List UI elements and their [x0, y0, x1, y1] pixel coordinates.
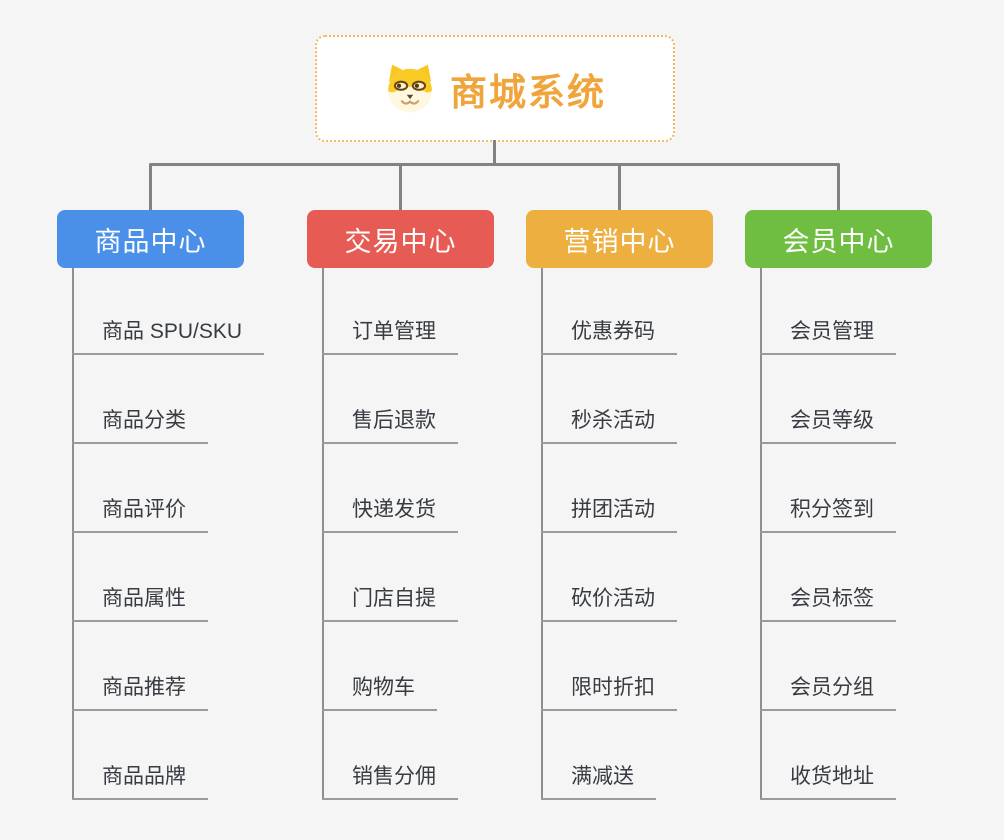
- leaf-topic[interactable]: 订单管理: [322, 317, 458, 355]
- leaf-topic[interactable]: 砍价活动: [541, 584, 677, 622]
- leaf-topic[interactable]: 会员分组: [760, 673, 896, 711]
- dog-face-icon: [384, 63, 436, 115]
- leaf-topic[interactable]: 销售分佣: [322, 762, 458, 800]
- branch-column-trade-center: 交易中心 订单管理 售后退款 快递发货 门店自提 购物车 销售分佣: [307, 210, 547, 800]
- branch-node-marketing-center[interactable]: 营销中心: [526, 210, 713, 268]
- branch-trunk-line: [72, 268, 74, 798]
- leaf-topic[interactable]: 商品分类: [72, 406, 208, 444]
- branch-column-marketing-center: 营销中心 优惠券码 秒杀活动 拼团活动 砍价活动 限时折扣 满减送: [526, 210, 766, 800]
- branch-column-member-center: 会员中心 会员管理 会员等级 积分签到 会员标签 会员分组 收货地址: [745, 210, 985, 800]
- leaf-topic[interactable]: 会员管理: [760, 317, 896, 355]
- branch-label: 商品中心: [94, 226, 207, 257]
- leaf-topic[interactable]: 快递发货: [322, 495, 458, 533]
- leaf-topic[interactable]: 满减送: [541, 762, 656, 800]
- leaf-topic[interactable]: 售后退款: [322, 406, 458, 444]
- leaf-topic[interactable]: 商品品牌: [72, 762, 208, 800]
- connector-drop-product: [149, 164, 152, 210]
- branch-label: 交易中心: [344, 226, 457, 257]
- leaf-topic[interactable]: 限时折扣: [541, 673, 677, 711]
- leaf-topic[interactable]: 商品属性: [72, 584, 208, 622]
- root-topic-title: 商城系统: [450, 71, 606, 113]
- leaf-topic[interactable]: 会员标签: [760, 584, 896, 622]
- branch-label: 营销中心: [563, 226, 676, 257]
- leaf-topic[interactable]: 商品 SPU/SKU: [72, 317, 265, 355]
- branch-node-product-center[interactable]: 商品中心: [57, 210, 244, 268]
- branch-trunk-line: [322, 268, 324, 798]
- leaf-topic[interactable]: 商品评价: [72, 495, 208, 533]
- connector-horizontal-bus: [149, 163, 840, 166]
- leaf-topic[interactable]: 优惠券码: [541, 317, 677, 355]
- branch-node-member-center[interactable]: 会员中心: [745, 210, 932, 268]
- connector-drop-trade: [399, 164, 402, 210]
- branch-column-product-center: 商品中心 商品 SPU/SKU 商品分类 商品评价 商品属性 商品推荐 商品品牌: [57, 210, 297, 800]
- connector-drop-member: [837, 164, 840, 210]
- leaf-topic[interactable]: 门店自提: [322, 584, 458, 622]
- connector-drop-marketing: [618, 164, 621, 210]
- leaf-topic[interactable]: 秒杀活动: [541, 406, 677, 444]
- leaf-topic[interactable]: 商品推荐: [72, 673, 208, 711]
- branch-node-trade-center[interactable]: 交易中心: [307, 210, 494, 268]
- connector-root-stub: [493, 140, 496, 164]
- leaf-topic[interactable]: 会员等级: [760, 406, 896, 444]
- leaf-topic[interactable]: 购物车: [322, 673, 437, 711]
- leaf-topic[interactable]: 拼团活动: [541, 495, 677, 533]
- branch-label: 会员中心: [782, 226, 895, 257]
- root-topic[interactable]: 商城系统: [315, 35, 675, 142]
- leaf-topic[interactable]: 积分签到: [760, 495, 896, 533]
- leaf-topic[interactable]: 收货地址: [760, 762, 896, 800]
- branch-trunk-line: [541, 268, 543, 798]
- branch-trunk-line: [760, 268, 762, 798]
